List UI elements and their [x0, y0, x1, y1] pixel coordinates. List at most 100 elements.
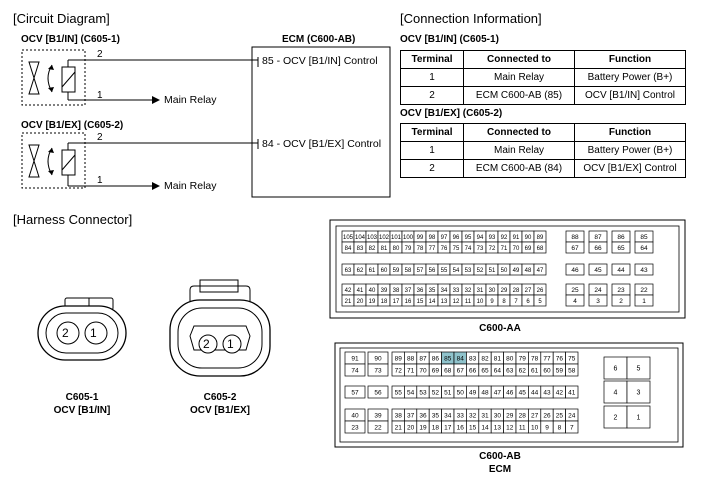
connector-pin: 74	[461, 241, 475, 254]
connector-pin: 27	[528, 408, 542, 422]
pin-label: 46	[571, 267, 579, 274]
pin-label: 33	[453, 288, 460, 294]
pin-label: 46	[506, 390, 514, 397]
pin-label: 69	[432, 368, 440, 375]
connector-pin: 22	[634, 283, 654, 296]
pin-label: 71	[407, 368, 415, 375]
connector-pin: 58	[565, 363, 579, 377]
pin-label: 31	[477, 288, 484, 294]
connector-pin: 3	[626, 380, 651, 404]
connector-pin: 66	[588, 241, 608, 254]
pin-label: 40	[369, 288, 376, 294]
connector-pin: 50	[497, 263, 511, 276]
connector-pin: 65	[611, 241, 631, 254]
connector-pin: 86	[611, 230, 631, 243]
pin-label: 7	[514, 299, 518, 305]
connector-pin: 71	[497, 241, 511, 254]
pin-label: 63	[345, 268, 352, 274]
pin-label: 5	[538, 299, 542, 305]
pin-label: 97	[441, 235, 448, 241]
connector-pin: 75	[565, 351, 579, 365]
connector-pin: 38	[389, 283, 403, 296]
pin-label: 99	[417, 235, 424, 241]
pin-label: 10	[531, 425, 539, 432]
pin-label: 74	[351, 368, 359, 375]
pin-label: 32	[469, 413, 477, 420]
connector-pin: 96	[449, 230, 463, 243]
connector-pin: 53	[461, 263, 475, 276]
connector-pin: 7	[565, 420, 579, 434]
connector-pin: 105	[341, 230, 355, 243]
connector-pin: 12	[503, 420, 517, 434]
connector-pin: 95	[461, 230, 475, 243]
harness-connector-heading: [Harness Connector]	[13, 212, 133, 227]
connector-pin: 49	[509, 263, 523, 276]
pin-label: 50	[501, 268, 508, 274]
connector-pin: 73	[367, 363, 389, 377]
pin-label: 66	[469, 368, 477, 375]
connector-pin: 43	[540, 385, 554, 399]
connector-pin: 78	[413, 241, 427, 254]
pin-label: 6	[526, 299, 530, 305]
pin-label: 105	[343, 235, 354, 241]
connector-pin: 44	[528, 385, 542, 399]
pin-label: 67	[457, 368, 465, 375]
connector-pin: 54	[449, 263, 463, 276]
pin-label: 91	[513, 235, 520, 241]
connector-pin: 83	[353, 241, 367, 254]
pin-label: 44	[531, 390, 539, 397]
pin-label: 63	[506, 368, 514, 375]
ocv-in-pin2: 2	[97, 49, 103, 60]
connector-pin: 2	[611, 294, 631, 307]
connector-pin: 13	[437, 294, 451, 307]
pin-label: 39	[381, 288, 388, 294]
connector-pin: 71	[404, 363, 418, 377]
pin-label: 42	[345, 288, 352, 294]
pin-label: 61	[531, 368, 539, 375]
pin-label: 89	[537, 235, 544, 241]
pin-label: 11	[465, 299, 472, 305]
cell-function: OCV [B1/EX] Control	[574, 159, 686, 178]
connector-pin: 86	[428, 351, 442, 365]
pin-label: 66	[594, 245, 602, 252]
pin-label: 68	[444, 368, 452, 375]
connector-pin: 61	[365, 263, 379, 276]
c605-1-connector	[37, 297, 127, 361]
pin-label: 17	[444, 425, 452, 432]
connector-pin: 11	[461, 294, 475, 307]
connector-pin: 85	[441, 351, 455, 365]
connector-pin: 7	[509, 294, 523, 307]
connector-pin: 65	[478, 363, 492, 377]
connector-pin: 42	[341, 283, 355, 296]
pin-label: 77	[429, 246, 436, 252]
connector-pin: 52	[473, 263, 487, 276]
pin-label: 75	[568, 356, 576, 363]
connector-pin: 4	[603, 380, 628, 404]
pin-label: 85	[444, 356, 452, 363]
pin-label: 37	[405, 288, 412, 294]
connector-pin: 59	[389, 263, 403, 276]
pin-label: 101	[391, 235, 402, 241]
pin-label: 18	[381, 299, 388, 305]
pin-label: 27	[531, 413, 539, 420]
connector-pin: 104	[353, 230, 367, 243]
connector-pin: 56	[367, 385, 389, 399]
connector-pin: 16	[453, 420, 467, 434]
pin-label: 5	[637, 366, 641, 373]
cell-function: OCV [B1/IN] Control	[574, 86, 686, 105]
pin-label: 82	[481, 356, 489, 363]
pin-label: 19	[419, 425, 427, 432]
connector-pin: 59	[552, 363, 566, 377]
pin-label: 2	[614, 415, 618, 422]
connector-pin: 56	[425, 263, 439, 276]
pin-label: 26	[543, 413, 551, 420]
pin-label: 15	[469, 425, 477, 432]
pin-label: 70	[513, 246, 520, 252]
pin-label: 64	[640, 245, 648, 252]
connector-pin: 82	[478, 351, 492, 365]
pin-label: 41	[568, 390, 576, 397]
connector-pin: 51	[485, 263, 499, 276]
pin-label: 7	[570, 425, 574, 432]
pin-label: 4	[573, 298, 577, 305]
pin-label: 52	[432, 390, 440, 397]
